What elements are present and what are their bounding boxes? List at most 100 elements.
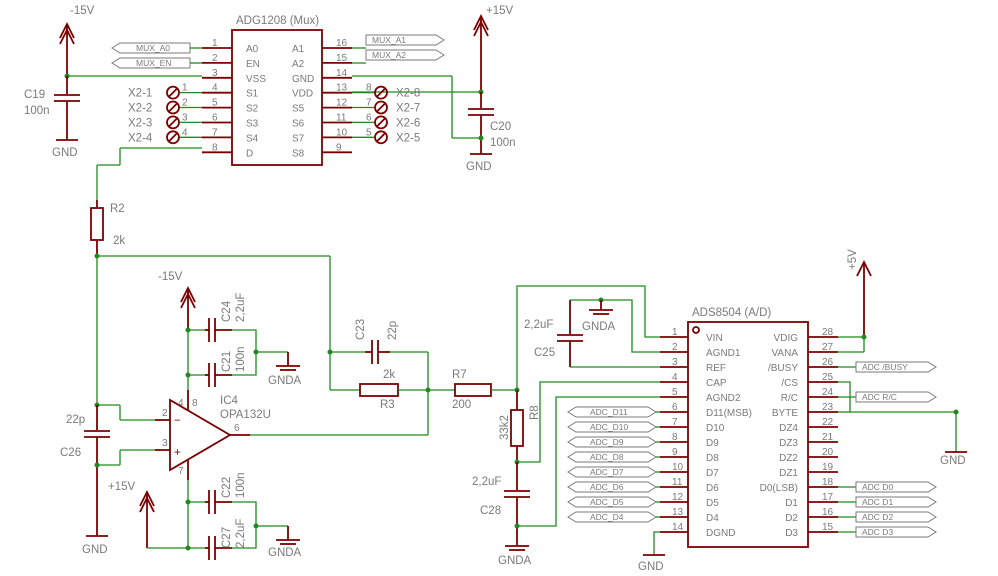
capacitor-c21[interactable]: C21 100n <box>205 346 247 387</box>
adc-pin-name: CAP <box>706 378 727 389</box>
adc-data-flags-left: ADC_D11ADC_D10ADC_D9ADC_D8ADC_D7ADC_D6AD… <box>567 406 660 523</box>
capacitor-c27[interactable]: C27 2,2uF <box>205 519 247 560</box>
capacitor-c22[interactable]: C22 100n <box>205 472 247 514</box>
mux-pin-name: S4 <box>246 133 259 144</box>
c26-ref: C26 <box>60 447 81 459</box>
connector-pad-right[interactable] <box>374 85 388 100</box>
ground-gnd-c19: GND <box>52 139 78 159</box>
adc-pin-name: AGND1 <box>706 348 741 359</box>
mux-ic[interactable]: ADG1208 (Mux) 1A02EN3VSS4S15S26S37S48D16… <box>202 15 352 166</box>
adc-pin-num: 8 <box>672 432 678 443</box>
connector-pad-right[interactable] <box>374 115 388 130</box>
resistor-r3[interactable]: 2k R3 <box>359 369 399 411</box>
adc-pin-name: AGND2 <box>706 393 741 404</box>
c19-ref: C19 <box>24 89 45 101</box>
net-label-adc-data: ADC_D10 <box>590 422 629 432</box>
connector-pad-left[interactable] <box>166 85 180 100</box>
mux-pin-name: D <box>246 148 253 159</box>
adc-pin-name: D7 <box>706 468 719 479</box>
connector-pad-left[interactable] <box>166 130 180 145</box>
connector-pin-right: 6 <box>366 112 372 123</box>
connector-slash <box>168 117 178 128</box>
connector-pad-left[interactable] <box>166 100 180 115</box>
gnda-label-op-top: GNDA <box>268 375 302 387</box>
capacitor-c25[interactable]: 2,2uF C25 <box>524 300 583 367</box>
connector-pad-left[interactable] <box>166 115 180 130</box>
resistor-r8[interactable]: R8 33k2 <box>499 390 541 462</box>
adc-pin-num: 23 <box>822 402 834 413</box>
adc-pin-num: 21 <box>822 432 834 443</box>
connector-pin-right: 5 <box>366 127 372 138</box>
opamp-pin-vplus: 7 <box>178 466 184 477</box>
mux-pin-num: 11 <box>336 113 347 124</box>
net-label-adc-data: ADC_D5 <box>590 497 624 507</box>
capacitor-c23[interactable]: C23 22p <box>355 319 399 364</box>
adc-pin-num: 24 <box>822 387 834 398</box>
mux-pin-num: 14 <box>336 68 348 79</box>
adc-pin-name: D5 <box>706 498 719 509</box>
mux-pin-name: S7 <box>292 133 305 144</box>
connector-label-right: X2-8 <box>396 88 420 100</box>
mux-pin-num: 2 <box>212 53 218 64</box>
opamp-pin-plus: 3 <box>162 438 168 449</box>
adc-ic[interactable]: ADS8504 (A/D) 1VIN2AGND13REF4CAP5AGND26D… <box>660 307 838 548</box>
c28-ref: C28 <box>480 505 501 517</box>
opamp-ic4[interactable]: − + 2 3 6 4 7 8 IC4 OPA132U <box>155 390 271 480</box>
c24-ref: C24 <box>221 300 233 322</box>
adc-pin-name: D3 <box>785 528 798 539</box>
mux-pin-name: S6 <box>292 119 305 130</box>
c27-val: 2,2uF <box>235 519 247 548</box>
adc-pin-name: D4 <box>706 513 719 524</box>
adc-pin-num: 2 <box>672 342 678 353</box>
adc-pin-name: D1 <box>785 498 798 509</box>
adc-pin-name: R/C <box>781 393 798 404</box>
net-label-adc-ctrl: ADC /BUSY <box>862 362 908 372</box>
adc-pin-num: 5 <box>672 387 678 398</box>
adc-pin-name: D9 <box>706 438 719 449</box>
connector-pin-right: 8 <box>366 83 372 94</box>
mux-pin-name: S8 <box>292 148 305 159</box>
adc-pin-num: 18 <box>822 477 834 488</box>
connector-slash <box>168 132 178 142</box>
gnd-label-c20: GND <box>466 161 492 173</box>
resistor-r7[interactable]: R7 200 <box>452 369 492 411</box>
adc-pin-name: DZ4 <box>779 423 798 434</box>
connector-slash <box>168 102 178 113</box>
capacitor-c28[interactable]: 2,2uF C28 <box>472 462 530 546</box>
capacitor-c26[interactable]: 22p C26 <box>60 405 110 536</box>
r8-ref: R8 <box>529 405 541 420</box>
net-label-adc-data: ADC_D4 <box>590 512 624 522</box>
supply-pos5: +5V <box>847 249 872 337</box>
c23-ref: C23 <box>355 319 367 340</box>
net-label-adc-data-right: ADC D0 <box>862 482 893 492</box>
adc-pin-name: DZ1 <box>779 468 798 479</box>
resistor-r2[interactable]: R2 2k <box>90 200 125 256</box>
capacitor-c20[interactable]: C20 100n <box>468 92 516 154</box>
mux-pin-num: 5 <box>212 98 218 109</box>
c21-val: 100n <box>235 346 247 372</box>
capacitor-c24[interactable]: C24 2,2uF <box>205 293 247 342</box>
adc-pin-name: DZ2 <box>779 453 798 464</box>
adc-pin-name: VDIG <box>774 333 799 344</box>
label-pos15-op: +15V <box>108 481 136 493</box>
adc-pin-num: 6 <box>672 402 678 413</box>
r2-ref: R2 <box>110 203 125 215</box>
adc-pin-num: 1 <box>672 327 678 338</box>
gnda-label-c25: GNDA <box>582 321 616 333</box>
adc-pin-name: DGND <box>706 528 735 539</box>
opamp-part: OPA132U <box>220 409 271 421</box>
supply-pos15-top: +15V <box>473 5 514 92</box>
adc-pin-num: 14 <box>672 522 684 533</box>
connector-slash <box>376 132 386 142</box>
adc-pin-num: 4 <box>672 372 678 383</box>
gnd-label-right: GND <box>940 455 966 467</box>
gnd-label-c26: GND <box>82 544 108 556</box>
adc-pin-num: 13 <box>672 507 684 518</box>
connector-slash <box>168 87 178 98</box>
mux-pin-name: VDD <box>292 89 313 100</box>
net-flag-adc-ctrl <box>855 391 937 403</box>
connector-pad-right[interactable] <box>374 100 388 115</box>
supply-neg15-top: -15V <box>59 5 95 76</box>
connector-pad-right[interactable] <box>374 130 388 145</box>
capacitor-c19[interactable]: C19 100n <box>24 76 80 140</box>
